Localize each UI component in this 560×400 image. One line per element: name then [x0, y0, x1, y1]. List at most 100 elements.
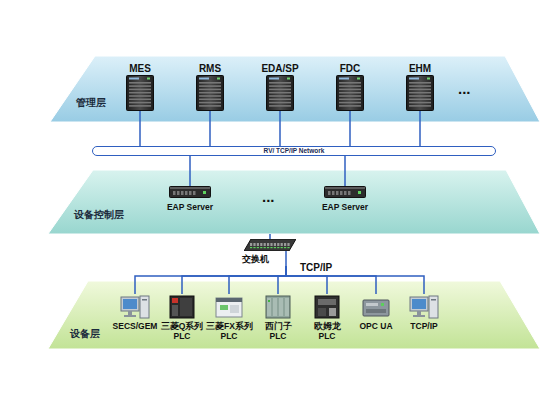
icon-part: [339, 95, 361, 97]
icon-part: [318, 299, 336, 305]
node-text: FDC: [330, 63, 370, 75]
icon-part: [147, 78, 150, 80]
device-symbol: [312, 294, 342, 319]
band-plane: [48, 170, 540, 234]
icon-part: [413, 315, 425, 317]
icon-part: [185, 191, 188, 195]
rack-server: EAP Server: [315, 186, 375, 212]
icon-part: [129, 105, 151, 107]
icon-part: [284, 243, 286, 246]
band-plane: [48, 281, 540, 349]
icon-part: [121, 297, 139, 311]
server-symbol: [266, 75, 294, 111]
icon-part: [217, 78, 220, 80]
icon-part: [339, 85, 361, 87]
icon-part: [267, 243, 269, 246]
device-symbol: [167, 294, 197, 319]
icon-part: [427, 78, 430, 80]
device-symbol: [214, 294, 244, 319]
node-text: OPC UA: [353, 321, 399, 331]
icon-part: [197, 76, 224, 111]
icon-part: [337, 76, 364, 111]
field-device: TCP/IP: [401, 294, 447, 331]
icon-part: [339, 102, 361, 104]
icon-part: [181, 191, 184, 195]
icon-part: [409, 85, 431, 87]
node-text: RMS: [190, 63, 230, 75]
node-text: 西门子 PLC: [255, 321, 301, 341]
server-symbol: [196, 75, 224, 111]
icon-part: [381, 303, 384, 306]
icon-part: [277, 247, 279, 248]
connector-line: [278, 266, 286, 294]
device-symbol: [409, 294, 439, 319]
rack-symbol: [324, 186, 366, 198]
server-icon: EHM: [400, 63, 440, 111]
icon-part: [267, 298, 271, 316]
free-label: TCP/IP: [300, 262, 332, 273]
network-bus: RV/ TCP/IP Network: [92, 146, 496, 156]
icon-part: [273, 298, 277, 316]
icon-part: [124, 315, 136, 317]
icon-part: [328, 191, 331, 195]
connector-line: [349, 111, 351, 146]
icon-part: [325, 187, 365, 189]
icon-part: [274, 247, 276, 248]
icon-part: [142, 299, 147, 301]
band-plane: [50, 56, 540, 122]
icon-part: [409, 99, 431, 101]
icon-part: [189, 191, 192, 195]
icon-part: [409, 95, 431, 97]
icon-part: [339, 99, 361, 101]
icon-part: [358, 191, 361, 194]
icon-part: [170, 187, 211, 198]
icon-part: [129, 102, 151, 104]
icon-part: [257, 247, 259, 248]
icon-part: [127, 76, 154, 111]
icon-part: [332, 191, 335, 195]
icon-part: [129, 95, 151, 97]
icon-part: [348, 191, 351, 195]
free-label: ...: [458, 80, 471, 97]
connector-line: [269, 234, 271, 239]
icon-part: [220, 305, 228, 310]
icon-part: [264, 243, 266, 246]
icon-part: [173, 191, 176, 195]
icon-part: [129, 82, 151, 84]
icon-part: [270, 247, 272, 248]
connector-line: [419, 111, 421, 146]
icon-part: [279, 298, 283, 316]
device-symbol: [120, 294, 150, 319]
connector-line: [182, 266, 286, 294]
icon-part: [339, 105, 361, 107]
server-icon: RMS: [190, 63, 230, 111]
connector-line: [209, 111, 211, 146]
icon-part: [267, 247, 269, 248]
icon-part: [284, 247, 286, 248]
field-device: 三菱Q系列 PLC: [159, 294, 205, 341]
icon-part: [315, 296, 339, 318]
server-symbol: [406, 75, 434, 111]
icon-part: [339, 78, 349, 80]
icon-part: [193, 191, 196, 195]
icon-part: [199, 78, 209, 80]
icon-part: [407, 76, 434, 111]
icon-part: [287, 78, 290, 80]
icon-part: [199, 95, 221, 97]
icon-part: [199, 82, 221, 84]
icon-part: [129, 92, 151, 94]
icon-part: [363, 300, 389, 316]
icon-part: [287, 247, 289, 248]
icon-part: [318, 308, 326, 316]
icon-part: [129, 78, 139, 80]
icon-part: [199, 89, 221, 91]
icon-part: [216, 298, 242, 317]
icon-part: [269, 99, 291, 101]
icon-part: [170, 187, 210, 189]
connector-line: [344, 156, 346, 186]
node-text: EHM: [400, 63, 440, 75]
connector-line: [286, 266, 424, 294]
field-device: 三菱FX系列 PLC: [206, 294, 252, 341]
icon-part: [410, 297, 428, 311]
field-device: 欧姆龙 PLC: [304, 294, 350, 341]
